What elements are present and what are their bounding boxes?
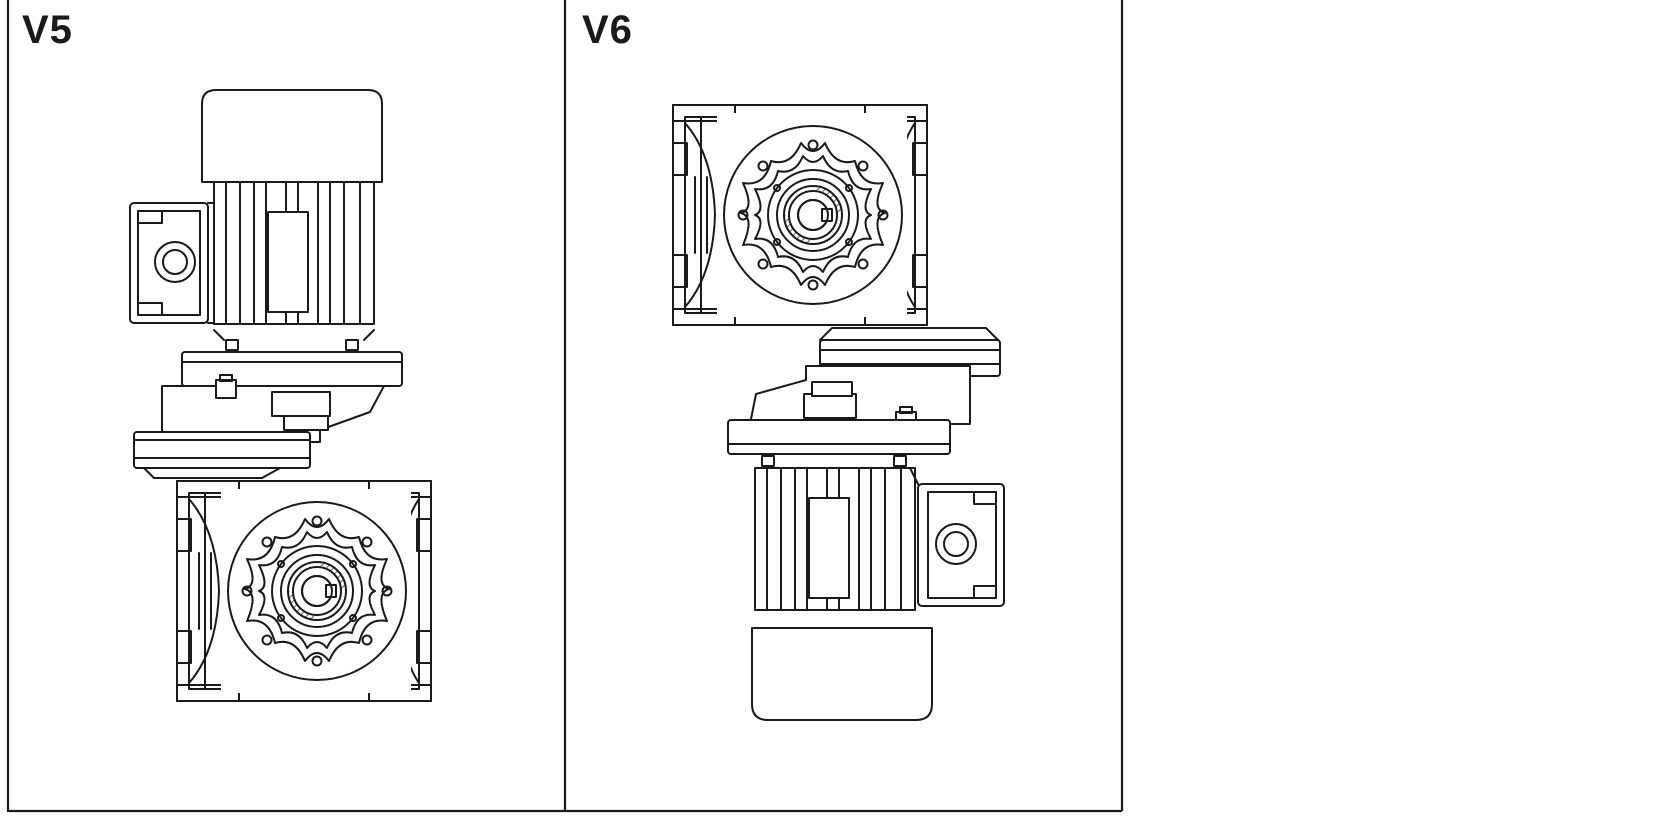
panel-label-v5: V5 xyxy=(22,8,73,52)
panel-frames xyxy=(6,0,1124,813)
v5-gearmotor-drawing xyxy=(129,89,431,701)
panel-label-v6: V6 xyxy=(582,8,633,52)
v6-gearmotor-drawing xyxy=(673,105,1005,721)
